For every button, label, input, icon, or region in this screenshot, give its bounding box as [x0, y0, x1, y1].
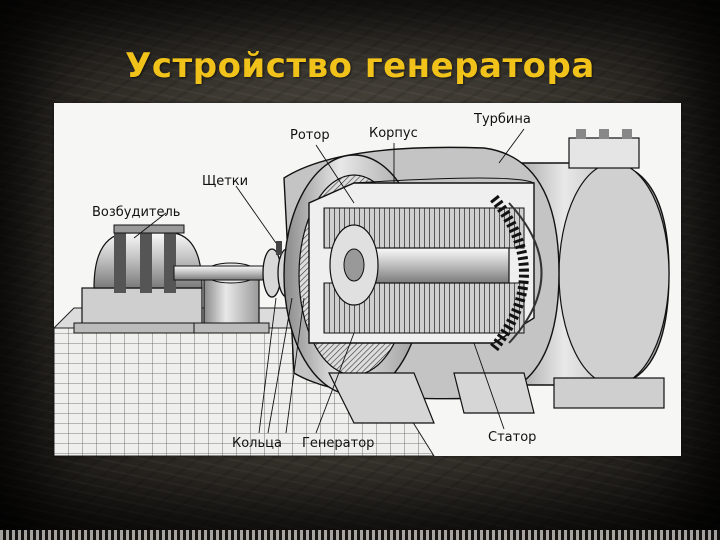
rings-label: Кольца — [232, 436, 282, 451]
stator-label: Статор — [488, 430, 537, 445]
leader-lines — [133, 128, 525, 434]
generator-illustration — [54, 128, 670, 456]
rotor-label: Ротор — [290, 128, 330, 143]
exciter-label: Возбудитель — [92, 205, 181, 220]
rotor-core — [329, 224, 510, 306]
generator-base — [328, 372, 535, 424]
film-edge — [0, 530, 720, 540]
turbine-label: Турбина — [474, 112, 531, 127]
slide-title: Устройство генератора — [125, 46, 595, 86]
brushes-label: Щетки — [202, 174, 249, 189]
housing-label: Корпус — [369, 126, 418, 141]
generator-diagram: Ротор Корпус Турбина Щетки Возбудитель К… — [54, 103, 681, 456]
generator-label: Генератор — [302, 436, 375, 451]
